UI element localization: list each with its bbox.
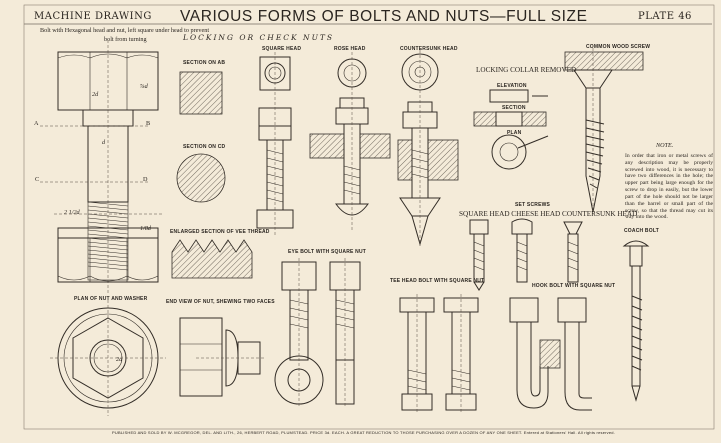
publisher-footer: PUBLISHED AND SOLD BY W. MCGREGOR, DEL. … <box>112 430 616 435</box>
label-locking-collar-removed: LOCKING COLLAR REMOVED <box>476 66 577 74</box>
label-countersunk-head: COUNTERSUNK HEAD <box>400 46 458 52</box>
plate-border <box>23 4 715 430</box>
plate-title: VARIOUS FORMS OF BOLTS AND NUTS—FULL SIZ… <box>180 8 588 25</box>
vee-thread-section <box>171 239 253 279</box>
dimension-2-1-2d: 2 1/2d <box>64 209 80 216</box>
bolt-note-line-1: Bolt with Hexagonal head and nut, left s… <box>40 27 210 34</box>
thread-lines <box>87 201 129 281</box>
label-section-cd: SECTION ON CD <box>183 144 226 150</box>
eye-bolt <box>274 258 361 408</box>
note-title: NOTE. <box>656 142 674 149</box>
label-tee-head-bolt: TEE HEAD BOLT WITH SQUARE NUT <box>390 278 485 284</box>
section-ab-square <box>179 71 223 115</box>
label-section: SECTION <box>502 105 526 111</box>
bolt-note-line-2: bolt from turning <box>104 36 147 43</box>
tee-head-bolt <box>399 294 479 414</box>
plate-number: PLATE 46 <box>638 11 692 22</box>
letter-b: B <box>146 120 151 127</box>
dimension-d: d <box>102 139 106 146</box>
label-rose-head: ROSE HEAD <box>334 46 366 52</box>
plan-of-nut-and-washer <box>50 300 166 416</box>
dimension-2d: 2d <box>92 91 99 98</box>
coach-bolt <box>622 240 650 402</box>
locking-nuts-subtitle: LOCKING OR CHECK NUTS <box>183 33 335 42</box>
note-text: In order that iron or metal screws of an… <box>625 153 713 221</box>
common-wood-screw <box>564 48 644 214</box>
hook-bolt <box>509 297 592 411</box>
dimension-2d-plan: 2d <box>116 356 123 363</box>
label-section-ab: SECTION ON AB <box>183 60 226 66</box>
label-square-head: SQUARE HEAD <box>262 46 302 52</box>
letter-c: C <box>35 176 40 183</box>
rose-head-locking-nut <box>309 52 391 232</box>
end-view-of-nut <box>179 317 264 397</box>
label-enlarged-section: ENLARGED SECTION OF VEE THREAD <box>170 229 270 235</box>
label-end-view: END VIEW OF NUT, SHEWING TWO FACES <box>166 299 275 305</box>
label-set-screw-heads: SQUARE HEAD CHEESE HEAD COUNTERSUNK HEAD <box>459 210 638 218</box>
set-screws <box>469 218 583 291</box>
dimension-head: ⅞d <box>140 83 148 90</box>
section-cd-circle <box>176 153 226 203</box>
countersunk-head-locking-nut <box>397 50 459 246</box>
label-common-wood-screw: COMMON WOOD SCREW <box>586 44 651 50</box>
header-left: MACHINE DRAWING <box>34 11 152 22</box>
locking-collar-assembly <box>473 89 549 170</box>
square-head-locking-nut <box>256 52 294 236</box>
letter-d: D <box>143 176 148 183</box>
label-elevation: ELEVATION <box>497 83 527 89</box>
label-hook-bolt: HOOK BOLT WITH SQUARE NUT <box>532 283 616 289</box>
label-plan-of-nut: PLAN OF NUT AND WASHER <box>74 296 148 302</box>
main-hexagonal-bolt <box>40 40 162 295</box>
label-plan: PLAN <box>507 130 522 136</box>
letter-a: A <box>34 120 39 127</box>
label-set-screws: SET SCREWS <box>515 202 551 208</box>
label-coach-bolt: COACH BOLT <box>624 228 659 234</box>
label-eye-bolt: EYE BOLT WITH SQUARE NUT <box>288 249 367 255</box>
